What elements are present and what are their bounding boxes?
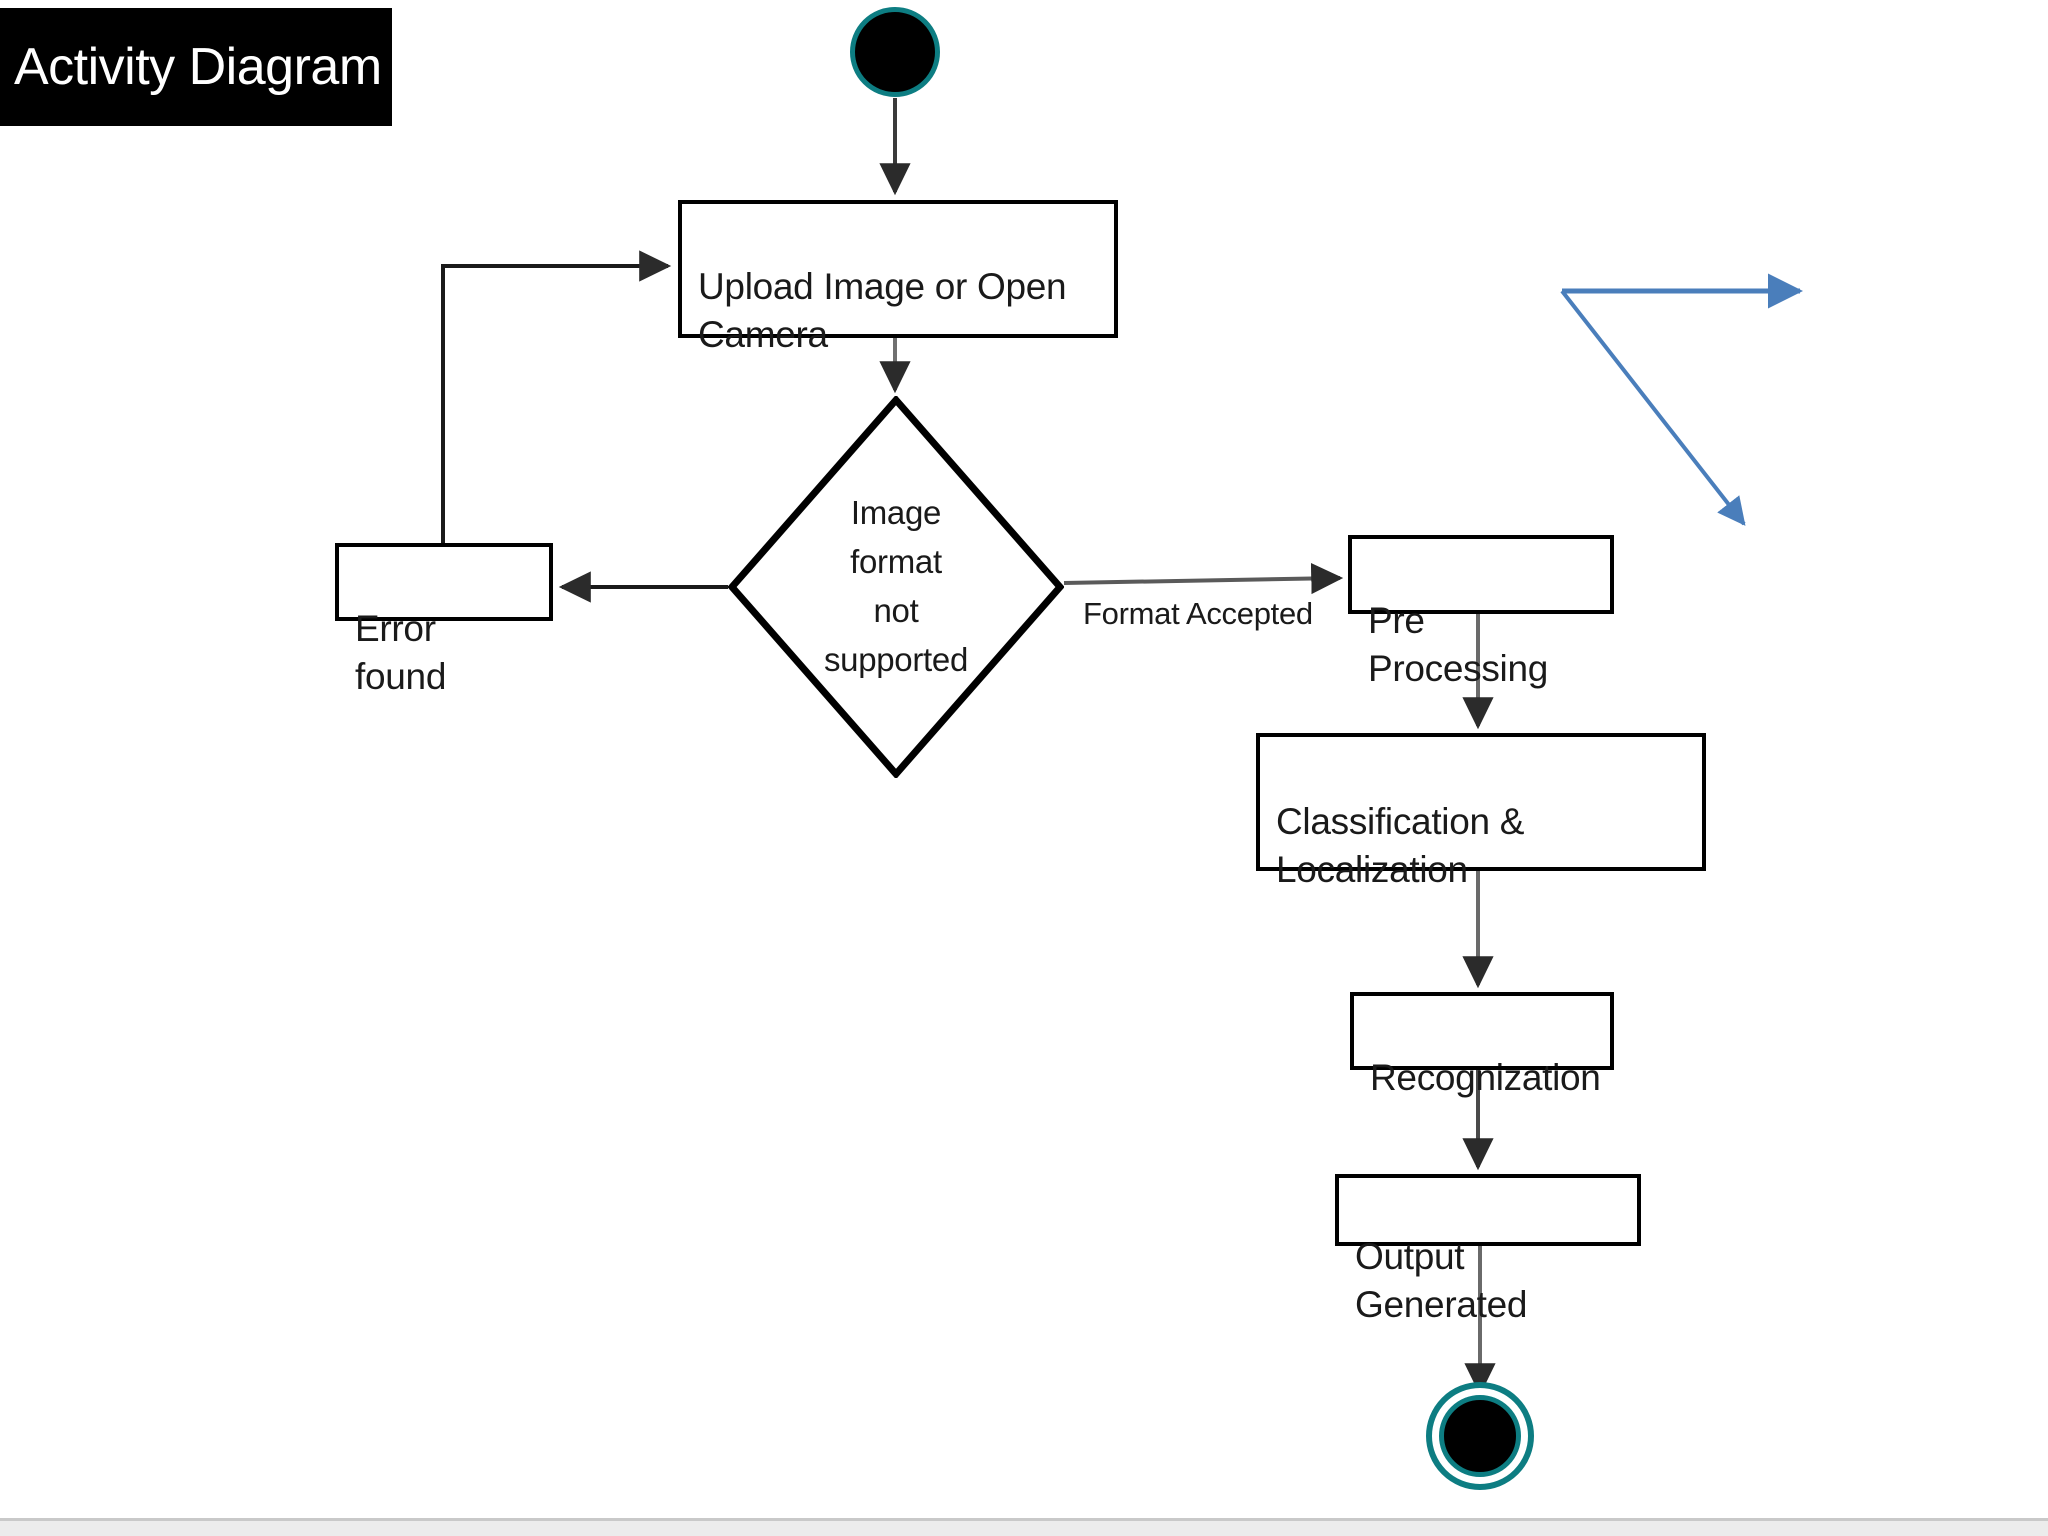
- edge-label-format-accepted: Format Accepted: [1083, 596, 1313, 631]
- activity-node-output-generated-label: Output Generated: [1355, 1236, 1528, 1325]
- activity-node-recognization-label: Recognization: [1370, 1057, 1601, 1099]
- activity-node-recognization[interactable]: Recognization: [1350, 992, 1614, 1098]
- activity-node-classification-localization-label: Classification & Localization: [1276, 801, 1525, 890]
- diagram-title-banner: Activity Diagram: [0, 8, 392, 126]
- activity-node-pre-processing-label: Pre Processing: [1368, 600, 1549, 689]
- activity-node-upload[interactable]: Upload Image or Open Camera: [678, 200, 1118, 355]
- activity-node-upload-label: Upload Image or Open Camera: [698, 266, 1067, 355]
- activity-node-pre-processing[interactable]: Pre Processing: [1348, 535, 1614, 689]
- decision-diamond-shape: [728, 396, 1064, 778]
- footer-strip: [0, 1521, 2048, 1536]
- edge-error-to-upload-loop: [441, 250, 672, 543]
- footer-divider: [0, 1518, 2048, 1521]
- activity-node-output-generated[interactable]: Output Generated: [1335, 1174, 1641, 1325]
- edge-decision-to-preprocessing: [1063, 562, 1344, 595]
- final-node-center: [1439, 1395, 1521, 1477]
- activity-node-error-found-label: Error found: [355, 608, 447, 697]
- activity-node-error-found[interactable]: Error found: [335, 543, 553, 697]
- blue-arrow-diagonal-icon: [1560, 289, 1746, 526]
- page-title: Activity Diagram: [14, 38, 382, 96]
- activity-node-classification-localization[interactable]: Classification & Localization: [1256, 733, 1706, 890]
- initial-node[interactable]: [850, 7, 940, 97]
- decision-node[interactable]: Image format not supported: [728, 396, 1064, 778]
